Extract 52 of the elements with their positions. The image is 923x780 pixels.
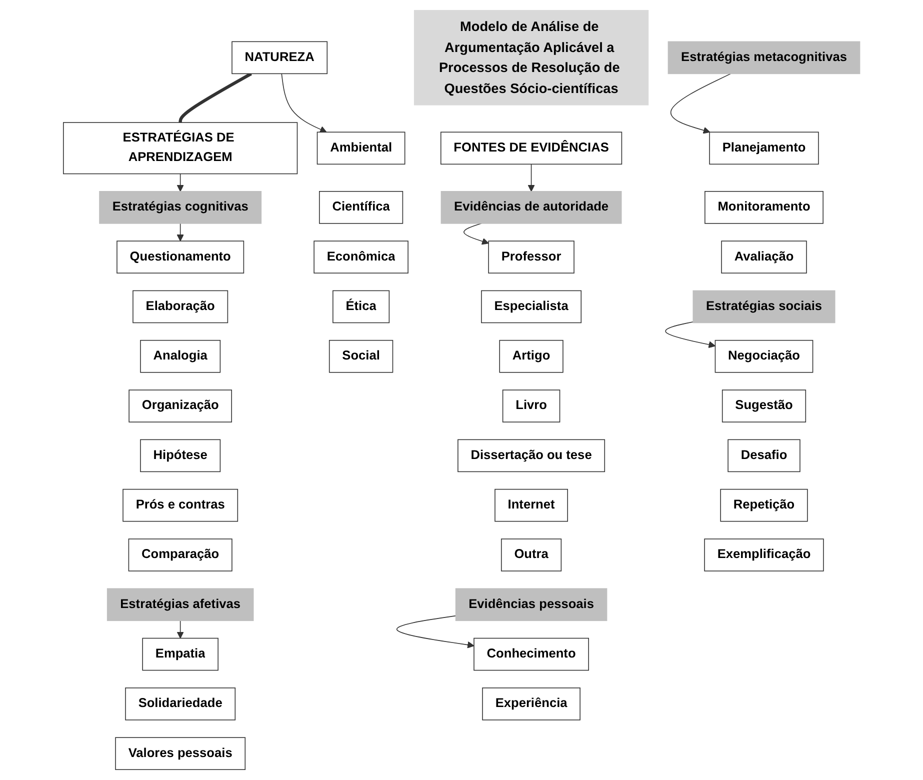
node-box: Negociação xyxy=(714,340,814,373)
node-box: NATUREZA xyxy=(232,41,328,74)
node-box: Monitoramento xyxy=(704,191,824,224)
node-box: Econômica xyxy=(314,240,408,274)
arrow xyxy=(176,620,184,639)
node-box: Analogia xyxy=(140,340,220,373)
node-box: Estratégias cognitivas xyxy=(99,191,262,224)
node-box: Elaboração xyxy=(132,290,228,324)
node-box: Comparação xyxy=(128,538,232,572)
node-box: Artigo xyxy=(499,340,564,373)
connector xyxy=(178,72,252,123)
node-box: Avaliação xyxy=(721,240,807,274)
node-box: Evidências de autoridade xyxy=(440,191,622,224)
node-box: Social xyxy=(328,340,394,373)
node-box: Planejamento xyxy=(709,132,819,165)
node-box: Experiência xyxy=(482,688,580,720)
node-box: Especialista xyxy=(480,290,582,324)
node-box: Organização xyxy=(128,390,232,422)
node-box: Científica xyxy=(318,191,403,224)
node-box: Dissertação ou tese xyxy=(457,439,605,472)
node-box: Valores pessoais xyxy=(115,737,246,770)
node-box: Professor xyxy=(488,240,574,274)
node-box: Exemplificação xyxy=(704,538,824,572)
node-box: Ética xyxy=(332,290,390,324)
node-box: FONTES DE EVIDÊNCIAS xyxy=(440,132,622,165)
node-box: Desafio xyxy=(728,439,800,472)
node-box: Questionamento xyxy=(116,240,244,274)
arrow xyxy=(670,73,732,134)
node-box: Estratégias afetivas xyxy=(106,588,254,622)
arrow xyxy=(176,223,184,242)
node-box: Modelo de Análise de Argumentação Aplicável a Processos de Resolução de Questões Sócio-científicas xyxy=(414,10,648,106)
node-box: Repetição xyxy=(720,488,808,522)
node-box: Evidências pessoais xyxy=(455,588,608,622)
arrow xyxy=(463,223,489,245)
node-box: Sugestão xyxy=(722,390,806,422)
node-box: Prós e contras xyxy=(122,488,238,522)
arrow xyxy=(665,321,716,348)
node-box: Solidariedade xyxy=(125,688,236,720)
arrow xyxy=(528,164,535,192)
node-box: Conhecimento xyxy=(473,638,589,671)
node-box: ESTRATÉGIAS DE APRENDIZAGEM xyxy=(62,122,298,174)
node-box: Estratégias metacognitivas xyxy=(668,41,860,74)
node-box: Estratégias sociais xyxy=(692,290,836,324)
node-box: Hipótese xyxy=(140,439,220,472)
node-box: Ambiental xyxy=(316,132,406,165)
arrow xyxy=(281,73,327,133)
node-box: Empatia xyxy=(142,638,218,671)
node-box: Livro xyxy=(502,390,560,422)
arrow xyxy=(176,173,184,192)
node-box: Internet xyxy=(494,488,568,522)
arrow xyxy=(396,615,474,648)
node-box: Outra xyxy=(500,538,562,572)
